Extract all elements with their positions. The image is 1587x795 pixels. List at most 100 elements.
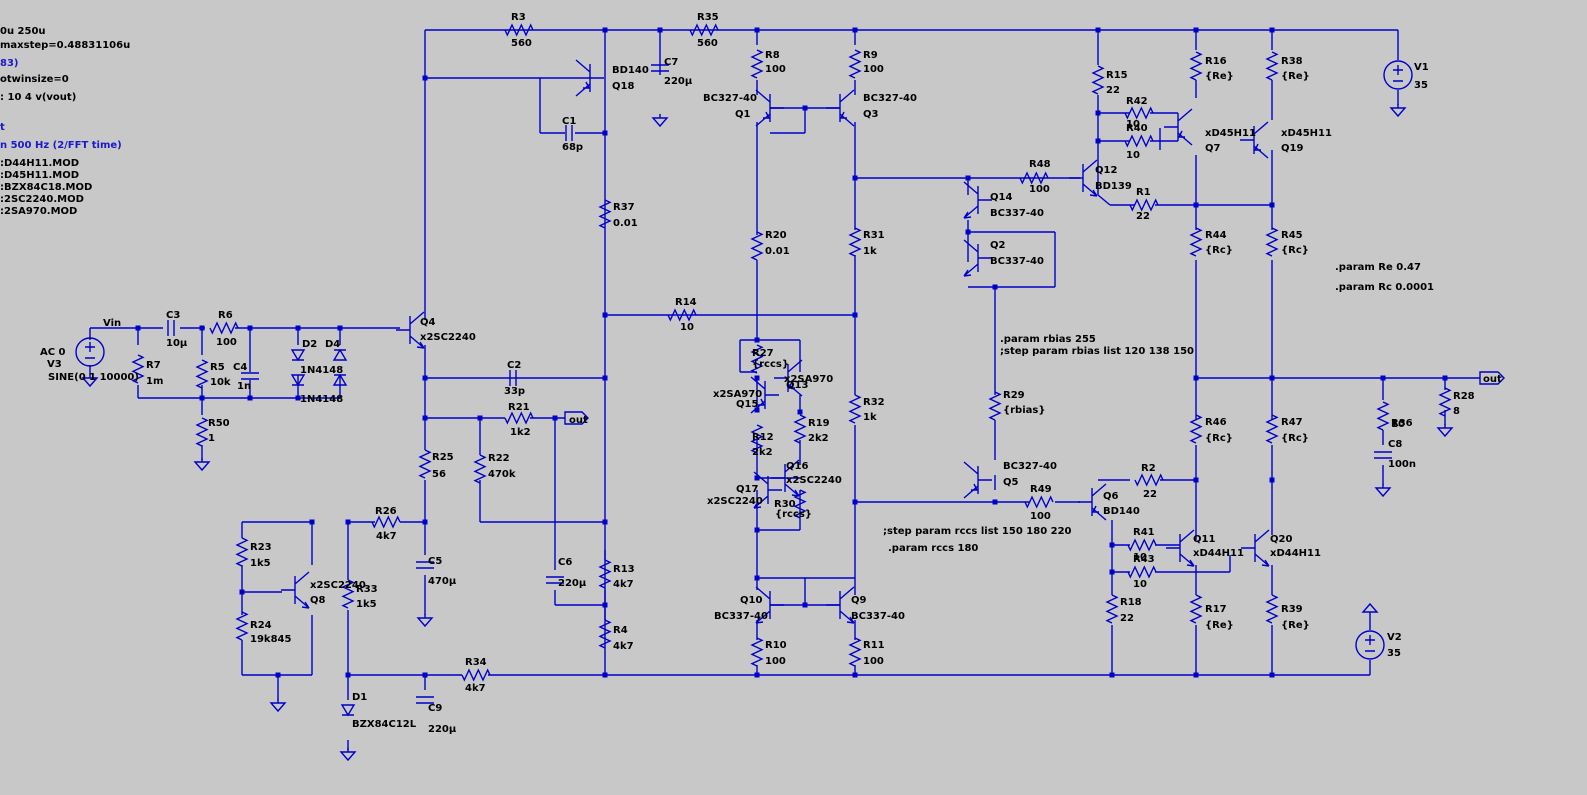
transistor-name-q7: Q7 (1205, 143, 1221, 154)
transistor-q19 (1240, 121, 1269, 159)
resistor-name-r7: R7 (146, 360, 161, 371)
junction-dot-26 (602, 602, 608, 608)
junction-dot-29 (345, 519, 351, 525)
transistor-q8 (281, 571, 310, 609)
resistor-value-r26: 4k7 (376, 531, 397, 542)
directive-line: :2SC2240.MOD (0, 194, 84, 205)
spice-directive: .param Rc 0.0001 (1335, 282, 1434, 293)
resistor-value-r40: 10 (1126, 150, 1140, 161)
junction-dot-42 (247, 325, 253, 331)
resistor-name-r39: R39 (1281, 604, 1303, 615)
capacitor-value-c6: 220µ (558, 578, 587, 589)
resistor-r45 (1265, 227, 1279, 257)
transistor-q9 (826, 586, 855, 624)
directive-line: n 500 Hz (2/FFT time) (0, 140, 122, 151)
resistor-value-r18: 22 (1120, 613, 1134, 624)
transistor-model-q10: BC337-40 (714, 611, 768, 622)
capacitor-c7 (651, 64, 669, 72)
junction-dot-2 (754, 27, 760, 33)
resistor-value-r32: 1k (863, 412, 877, 423)
resistor-name-r15: R15 (1106, 70, 1128, 81)
resistor-name-r28: R28 (1453, 391, 1475, 402)
spice-directive: .param rccs 180 (888, 543, 978, 554)
transistor-q7 (1164, 108, 1193, 146)
resistor-r14 (667, 308, 697, 322)
directive-line: : 10 4 v(vout) (0, 92, 76, 103)
transistor-q1 (755, 89, 784, 127)
resistor-r33 (341, 579, 355, 609)
resistor-value-r4: 4k7 (613, 641, 634, 652)
junction-dot-5 (1193, 27, 1199, 33)
resistor-r20 (750, 231, 764, 261)
ground-symbol-5 (339, 748, 357, 762)
capacitor-name-c7: C7 (664, 57, 678, 68)
capacitor-value-c8: 100n (1388, 459, 1416, 470)
resistor-name-r1: R1 (1136, 187, 1151, 198)
resistor-r19 (793, 414, 807, 444)
junction-dot-59 (1269, 477, 1275, 483)
junction-dot-64 (1380, 375, 1386, 381)
transistor-q5 (963, 461, 992, 499)
spice-directive: .param rbias 255 (1000, 334, 1096, 345)
resistor-value-r44: {Rc} (1205, 245, 1233, 256)
junction-dot-31 (275, 672, 281, 678)
resistor-r27 (750, 344, 764, 374)
resistor-name-r9: R9 (863, 50, 878, 61)
transistor-name-q13: Q13 (786, 380, 808, 391)
junction-dot-51 (754, 475, 760, 481)
junction-dots (135, 27, 1448, 678)
transistor-q12 (1069, 159, 1098, 197)
resistor-name-r45: R45 (1281, 230, 1303, 241)
junction-dot-12 (965, 229, 971, 235)
spice-directive: .param Re 0.47 (1335, 262, 1421, 273)
resistor-name-r2: R2 (1141, 463, 1156, 474)
directive-line: :BZX84C18.MOD (0, 182, 92, 193)
transistor-model-q8: x2SC2240 (310, 580, 366, 591)
transistor-name-q18: Q18 (612, 81, 634, 92)
transistor-model-q14: BC337-40 (990, 208, 1044, 219)
transistor-model-q5: BC327-40 (1003, 461, 1057, 472)
resistor-r34 (461, 668, 491, 682)
resistor-name-r30: R30 (774, 499, 796, 510)
capacitor-name-c9: C9 (428, 703, 442, 714)
capacitor-c1 (565, 125, 573, 141)
resistor-value-r24: 19k845 (250, 634, 291, 645)
resistor-r48 (1019, 171, 1049, 185)
junction-dot-32 (345, 672, 351, 678)
junction-dot-37 (1109, 672, 1115, 678)
junction-dot-63 (1269, 375, 1275, 381)
resistor-name-r31: R31 (863, 230, 885, 241)
diode-symbol-0 (290, 349, 306, 362)
resistor-value-r15: 22 (1106, 85, 1120, 96)
capacitor-value-c2: 33p (504, 386, 525, 397)
capacitor-c3 (167, 320, 175, 336)
resistor-r1 (1129, 198, 1159, 212)
transistor-q6 (1078, 483, 1107, 521)
capacitor-value-c7: 220µ (664, 76, 693, 87)
resistor-r12 (750, 424, 764, 454)
junction-dot-18 (602, 312, 608, 318)
junction-dot-0 (602, 27, 608, 33)
junction-dot-62 (1193, 375, 1199, 381)
ground-symbol-0 (651, 114, 669, 128)
spice-directive: ;step param rccs list 150 180 220 (883, 526, 1072, 537)
capacitor-name-c4: C4 (233, 362, 247, 373)
junction-dot-13 (992, 284, 998, 290)
resistor-r18 (1105, 594, 1119, 624)
source-name-v1: V1 (1414, 62, 1429, 73)
resistor-name-r35: R35 (697, 12, 719, 23)
resistor-name-r25: R25 (432, 452, 454, 463)
resistor-r39 (1265, 594, 1279, 624)
resistor-r26 (371, 515, 401, 529)
capacitor-c8 (1374, 451, 1392, 459)
directive-line: 0u 250u (0, 26, 46, 37)
junction-dot-45 (199, 395, 205, 401)
junction-dot-60 (1109, 542, 1115, 548)
junction-dot-24 (552, 415, 558, 421)
resistor-value-r21: 1k2 (510, 427, 531, 438)
resistor-name-r4: R4 (613, 625, 628, 636)
resistor-r2 (1134, 473, 1164, 487)
transistor-model-q9: BC337-40 (851, 611, 905, 622)
transistor-q14 (963, 181, 992, 219)
